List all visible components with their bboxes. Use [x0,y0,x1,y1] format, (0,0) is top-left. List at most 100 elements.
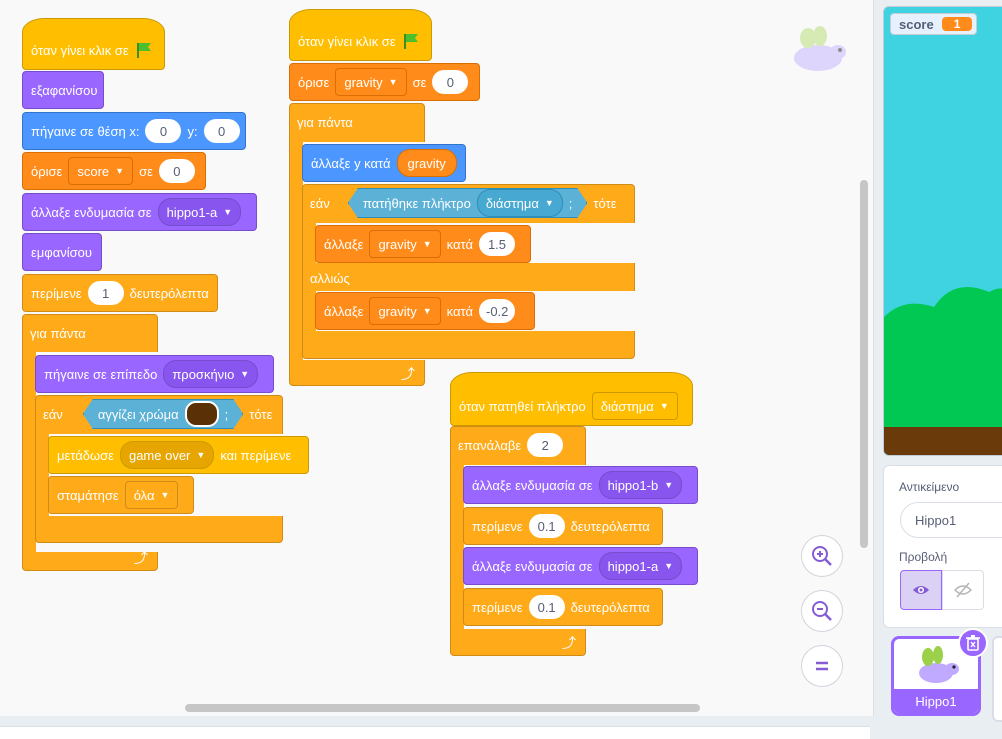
goto-y-input[interactable]: 0 [203,119,240,143]
variable-dropdown[interactable]: score▼ [68,157,134,185]
wait-unit-label: δευτερόλεπτα [570,518,650,534]
broadcast-wait-label: και περίμενε [220,447,292,463]
stop-dropdown[interactable]: όλα▼ [124,481,179,509]
hippo-sprite-icon [919,646,959,683]
horizontal-scrollbar[interactable] [185,704,700,712]
wait-unit-label: δευτερόλεπτα [129,285,209,301]
change-value-input[interactable]: 1.5 [479,232,515,256]
stop-label: σταμάτησε [57,487,119,503]
stage[interactable]: score 1 [883,6,1002,456]
hide-label: εξαφανίσου [31,82,98,98]
hide-sprite-button[interactable] [942,570,984,610]
forever-label: για πάντα [297,114,353,130]
dropdown-caret-icon: ▼ [240,369,250,379]
by-label: κατά [446,303,473,319]
wait-block-3[interactable]: περίμενε 0.1 δευτερόλεπτα [463,588,663,626]
question-mark: ; [568,195,573,211]
variable-dropdown[interactable]: gravity▼ [369,297,441,325]
set-to-label: σε [139,163,153,179]
hat-label: όταν γίνει κλικ σε [298,33,396,49]
touching-label: αγγίζει χρώμα [97,406,179,422]
costume-name: hippo1-a [607,558,659,574]
key-dropdown[interactable]: διάστημα ▼ [477,189,563,217]
zoom-in-button[interactable] [801,535,843,577]
variable-name: gravity [344,74,383,90]
zoom-out-button[interactable] [801,590,843,632]
key-pressed-condition[interactable]: πατήθηκε πλήκτρο διάστημα ▼ ; [348,188,588,218]
change-value-input[interactable]: -0.2 [479,299,516,323]
score-monitor[interactable]: score 1 [890,13,978,35]
key-name: διάστημα [485,195,539,211]
wait-input[interactable]: 0.1 [528,595,565,619]
costume-dropdown[interactable]: hippo1-b▼ [598,471,683,499]
when-flag-clicked-hat[interactable]: όταν γίνει κλικ σε [22,18,165,70]
set-value-input[interactable]: 0 [158,159,195,183]
gravity-reporter[interactable]: gravity [396,149,457,177]
code-workspace[interactable]: όταν γίνει κλικ σε εξαφανίσου πήγαινε σε… [0,0,874,716]
key-name: διάστημα [600,398,654,414]
loop-arrow-icon: ⤴ [562,635,576,651]
broadcast-wait-block[interactable]: μετάδωσε game over▼ και περίμενε [48,436,309,474]
next-sprite-tile-partial[interactable] [992,636,1002,722]
forever-header-2: για πάντα [289,103,425,141]
wait-label: περίμενε [472,518,523,534]
when-key-pressed-hat[interactable]: όταν πατηθεί πλήκτρο διάστημα ▼ [450,372,693,426]
hat-label: όταν πατηθεί πλήκτρο [459,398,586,414]
wait-block[interactable]: περίμενε 1 δευτερόλεπτα [22,274,218,312]
variable-dropdown[interactable]: gravity▼ [335,68,407,96]
set-score-block[interactable]: όρισε score▼ σε 0 [22,152,206,190]
dropdown-caret-icon: ▼ [544,198,554,208]
repeat-count-input[interactable]: 2 [527,433,564,457]
set-label: όρισε [31,163,63,179]
variable-name: gravity [378,236,417,252]
green-flag-icon [403,34,418,49]
variable-dropdown[interactable]: gravity ▼ [369,230,441,258]
dropdown-caret-icon: ▼ [422,239,432,249]
stop-option: όλα [133,487,155,503]
wait-block-2[interactable]: περίμενε 0.1 δευτερόλεπτα [463,507,663,545]
costume-dropdown[interactable]: hippo1-a ▼ [598,552,683,580]
wait-input[interactable]: 0.1 [528,514,565,538]
wait-unit-label: δευτερόλεπτα [570,599,650,615]
zoom-in-icon [812,546,832,566]
touching-color-condition[interactable]: αγγίζει χρώμα ; [83,399,243,429]
show-block[interactable]: εμφανίσου [22,233,102,271]
repeat-header: επανάλαβε 2 [450,426,586,464]
key-dropdown[interactable]: διάστημα ▼ [591,392,678,420]
key-pressed-label: πατήθηκε πλήκτρο [362,195,471,211]
change-gravity-block-2[interactable]: άλλαξε gravity▼ κατά -0.2 [315,292,535,330]
hide-block[interactable]: εξαφανίσου [22,71,104,109]
show-label: εμφανίσου [31,244,92,260]
message-dropdown[interactable]: game over▼ [119,441,215,469]
wait-input[interactable]: 1 [87,281,124,305]
switch-costume-a-block[interactable]: άλλαξε ενδυμασία σε hippo1-a ▼ [463,547,698,585]
when-flag-clicked-hat-2[interactable]: όταν γίνει κλικ σε [289,9,432,61]
monitor-label: score [899,16,934,32]
switch-costume-block[interactable]: άλλαξε ενδυμασία σε hippo1-a▼ [22,193,257,231]
if-label: εάν [310,195,330,211]
change-gravity-block-1[interactable]: άλλαξε gravity▼ κατά 1.5 [315,225,531,263]
costume-label: άλλαξε ενδυμασία σε [472,558,593,574]
dropdown-caret-icon: ▼ [659,401,669,411]
goto-xy-block[interactable]: πήγαινε σε θέση x: 0 y: 0 [22,112,246,150]
goto-layer-block[interactable]: πήγαινε σε επίπεδο προσκήνιο▼ [35,355,274,393]
vertical-scrollbar[interactable] [860,180,868,548]
switch-costume-b-block[interactable]: άλλαξε ενδυμασία σε hippo1-b▼ [463,466,698,504]
layer-label: πήγαινε σε επίπεδο [44,366,158,382]
set-gravity-block[interactable]: όρισε gravity▼ σε 0 [289,63,480,101]
zoom-reset-button[interactable] [801,645,843,687]
stop-block[interactable]: σταμάτησε όλα▼ [48,476,194,514]
color-swatch-input[interactable] [185,401,219,427]
current-sprite-watermark-icon [794,26,846,71]
change-y-block[interactable]: άλλαξε y κατά gravity [302,144,466,182]
sprite-name-input[interactable]: Hippo1 [900,502,1002,538]
show-sprite-button[interactable] [900,570,942,610]
delete-sprite-button[interactable] [958,628,988,658]
set-value-input[interactable]: 0 [432,70,469,94]
goto-x-input[interactable]: 0 [145,119,182,143]
costume-dropdown[interactable]: hippo1-a▼ [157,198,242,226]
layer-dropdown[interactable]: προσκήνιο▼ [163,360,259,388]
variable-name: score [77,163,110,179]
dropdown-caret-icon: ▼ [422,306,432,316]
dropdown-caret-icon: ▼ [664,561,674,571]
